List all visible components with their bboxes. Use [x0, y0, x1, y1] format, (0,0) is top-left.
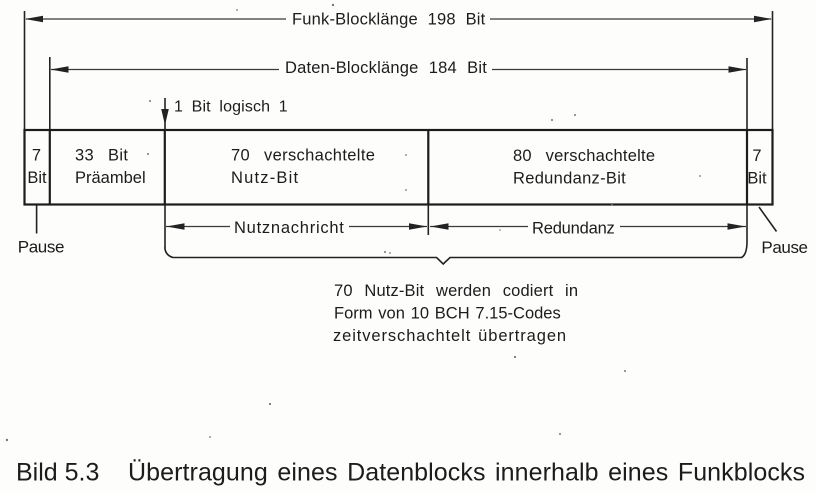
svg-text:Redundanz-Bit: Redundanz-Bit — [513, 170, 626, 188]
svg-text:Funk-Blocklänge 198 Bit: Funk-Blocklänge 198 Bit — [292, 11, 486, 29]
svg-text:zeitverschachtelt übertragen: zeitverschachtelt übertragen — [333, 327, 567, 345]
svg-text:Bit: Bit — [747, 170, 767, 188]
svg-text:Redundanz: Redundanz — [532, 220, 615, 238]
svg-text:80 verschachtelte: 80 verschachtelte — [513, 147, 655, 165]
svg-text:7: 7 — [752, 147, 761, 165]
svg-text:33 Bit: 33 Bit — [75, 147, 128, 165]
svg-text:Präambel: Präambel — [75, 169, 146, 187]
svg-text:7: 7 — [32, 147, 41, 165]
svg-text:Daten-Blocklänge 184 Bit: Daten-Blocklänge 184 Bit — [285, 59, 487, 77]
svg-text:Übertragung eines Datenblocks: Übertragung eines Datenblocks innerhalb … — [128, 459, 805, 487]
svg-text:Nutznachricht: Nutznachricht — [234, 219, 345, 237]
svg-text:70 Nutz-Bit werden codiert in: 70 Nutz-Bit werden codiert in — [334, 282, 578, 300]
svg-text:Nutz-Bit: Nutz-Bit — [231, 169, 299, 187]
svg-text:Pause: Pause — [18, 238, 64, 257]
svg-text:Pause: Pause — [761, 238, 807, 257]
svg-text:70 verschachtelte: 70 verschachtelte — [231, 147, 375, 165]
svg-text:Bild 5.3: Bild 5.3 — [16, 459, 99, 487]
svg-text:1 Bit logisch 1: 1 Bit logisch 1 — [174, 99, 288, 116]
svg-text:Bit: Bit — [27, 169, 47, 187]
svg-text:Form von 10 BCH 7.15-Codes: Form von 10 BCH 7.15-Codes — [334, 305, 561, 323]
